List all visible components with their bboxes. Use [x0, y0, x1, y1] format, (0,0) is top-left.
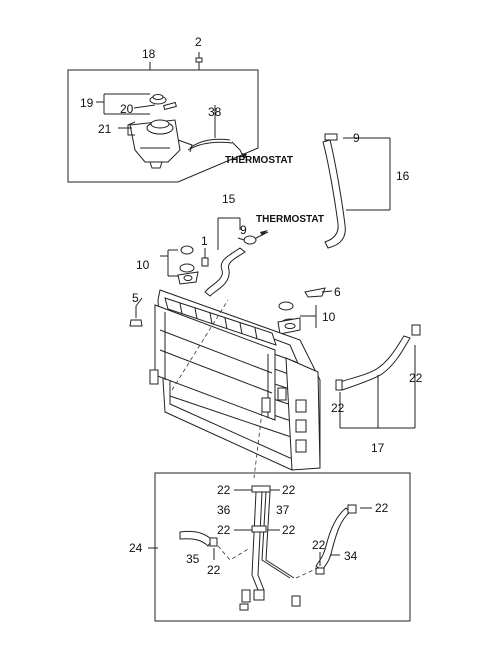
callout-6: 6 — [334, 285, 341, 299]
bolt-1 — [201, 248, 209, 267]
hose-clamp-middle — [237, 231, 269, 245]
callout-37: 37 — [276, 503, 290, 517]
annotation-thermostat-top: THERMOSTAT — [225, 155, 293, 166]
callout-15: 15 — [222, 192, 236, 206]
bolt-2 — [195, 52, 203, 70]
callout-22-box-top-right: 22 — [282, 483, 296, 497]
callout-16: 16 — [396, 169, 410, 183]
cooler-dash-link — [217, 545, 251, 561]
cooler-hose-17 — [335, 324, 421, 429]
bolt-5 — [129, 306, 143, 327]
cooler-lines-box — [154, 472, 411, 622]
callout-9-top: 9 — [353, 131, 360, 145]
leader-lines — [96, 93, 372, 566]
callout-5: 5 — [132, 291, 139, 305]
callout-22-hose-34: 22 — [375, 501, 389, 515]
callout-35: 35 — [186, 552, 200, 566]
callout-21: 21 — [98, 122, 112, 136]
alignment-line-upper — [171, 299, 229, 391]
callout-2: 2 — [195, 35, 202, 49]
reservoir-seal — [163, 101, 177, 111]
radiator-cap-left — [160, 245, 199, 285]
callout-24: 24 — [129, 541, 143, 555]
thermostat-arrow-middle — [260, 230, 268, 236]
cooler-pipes — [239, 485, 301, 611]
callout-10-left: 10 — [136, 258, 150, 272]
cooler-dash-link-right — [295, 567, 319, 579]
callout-22-box-mid-left: 22 — [217, 523, 231, 537]
callout-19: 19 — [80, 96, 94, 110]
callout-22-hose-35: 22 — [207, 563, 221, 577]
cooler-hose-35 — [179, 530, 218, 547]
callout-22-box-lower-right: 22 — [312, 538, 326, 552]
reservoir-cap — [149, 94, 167, 105]
reservoir-group-box — [67, 62, 259, 183]
reservoir-tank — [127, 119, 193, 169]
lower-hose — [204, 217, 246, 297]
radiator-core — [149, 289, 321, 471]
callout-9-middle: 9 — [240, 223, 247, 237]
callout-22-box-mid-right: 22 — [282, 523, 296, 537]
callout-1: 1 — [201, 234, 208, 248]
callout-34: 34 — [344, 549, 358, 563]
thermostat-arrow-top — [241, 153, 247, 160]
callout-18: 18 — [142, 47, 156, 61]
callout-22-right-upper: 22 — [409, 371, 423, 385]
cooler-hose-34 — [315, 504, 357, 575]
callout-10-right: 10 — [322, 310, 336, 324]
callout-22-box-top-left: 22 — [217, 483, 231, 497]
callout-36: 36 — [217, 503, 231, 517]
callout-22-right-lower: 22 — [331, 401, 345, 415]
upper-hose — [322, 133, 391, 249]
callout-20: 20 — [120, 102, 134, 116]
clip-6 — [304, 287, 326, 298]
annotation-thermostat-middle: THERMOSTAT — [256, 214, 324, 225]
callout-17: 17 — [371, 441, 385, 455]
callout-38: 38 — [208, 105, 222, 119]
radiator-cap-right — [277, 301, 317, 335]
